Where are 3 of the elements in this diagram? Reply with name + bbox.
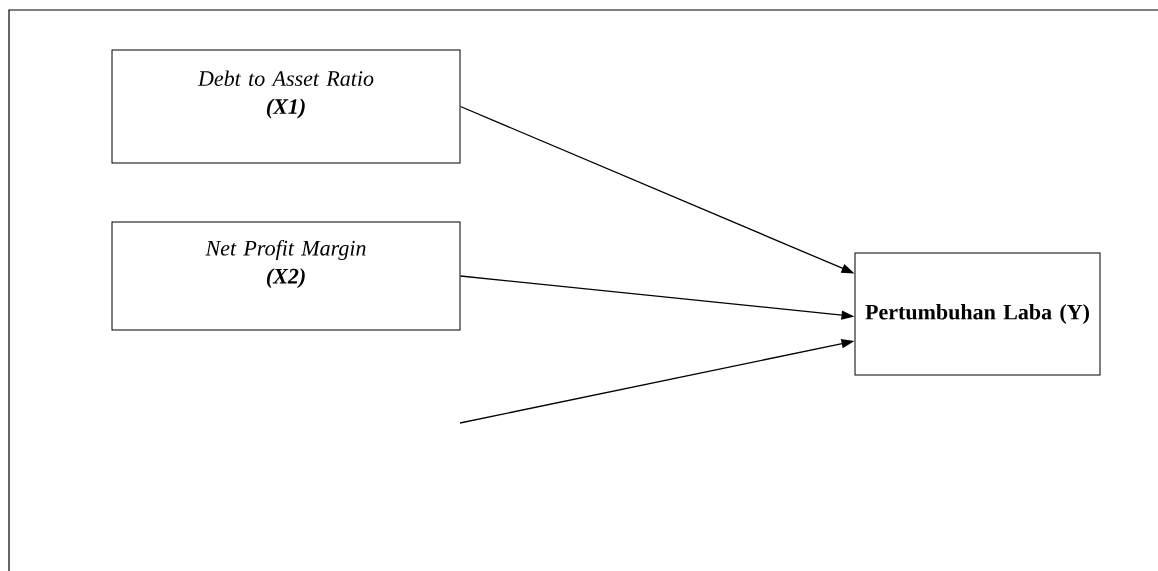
variable-box: Debt to Asset Ratio (X1) [111,49,461,164]
variable-box: Net Profit Margin (X2) [111,221,461,331]
variable-box: Pertumbuhan Laba (Y) [854,252,1101,376]
